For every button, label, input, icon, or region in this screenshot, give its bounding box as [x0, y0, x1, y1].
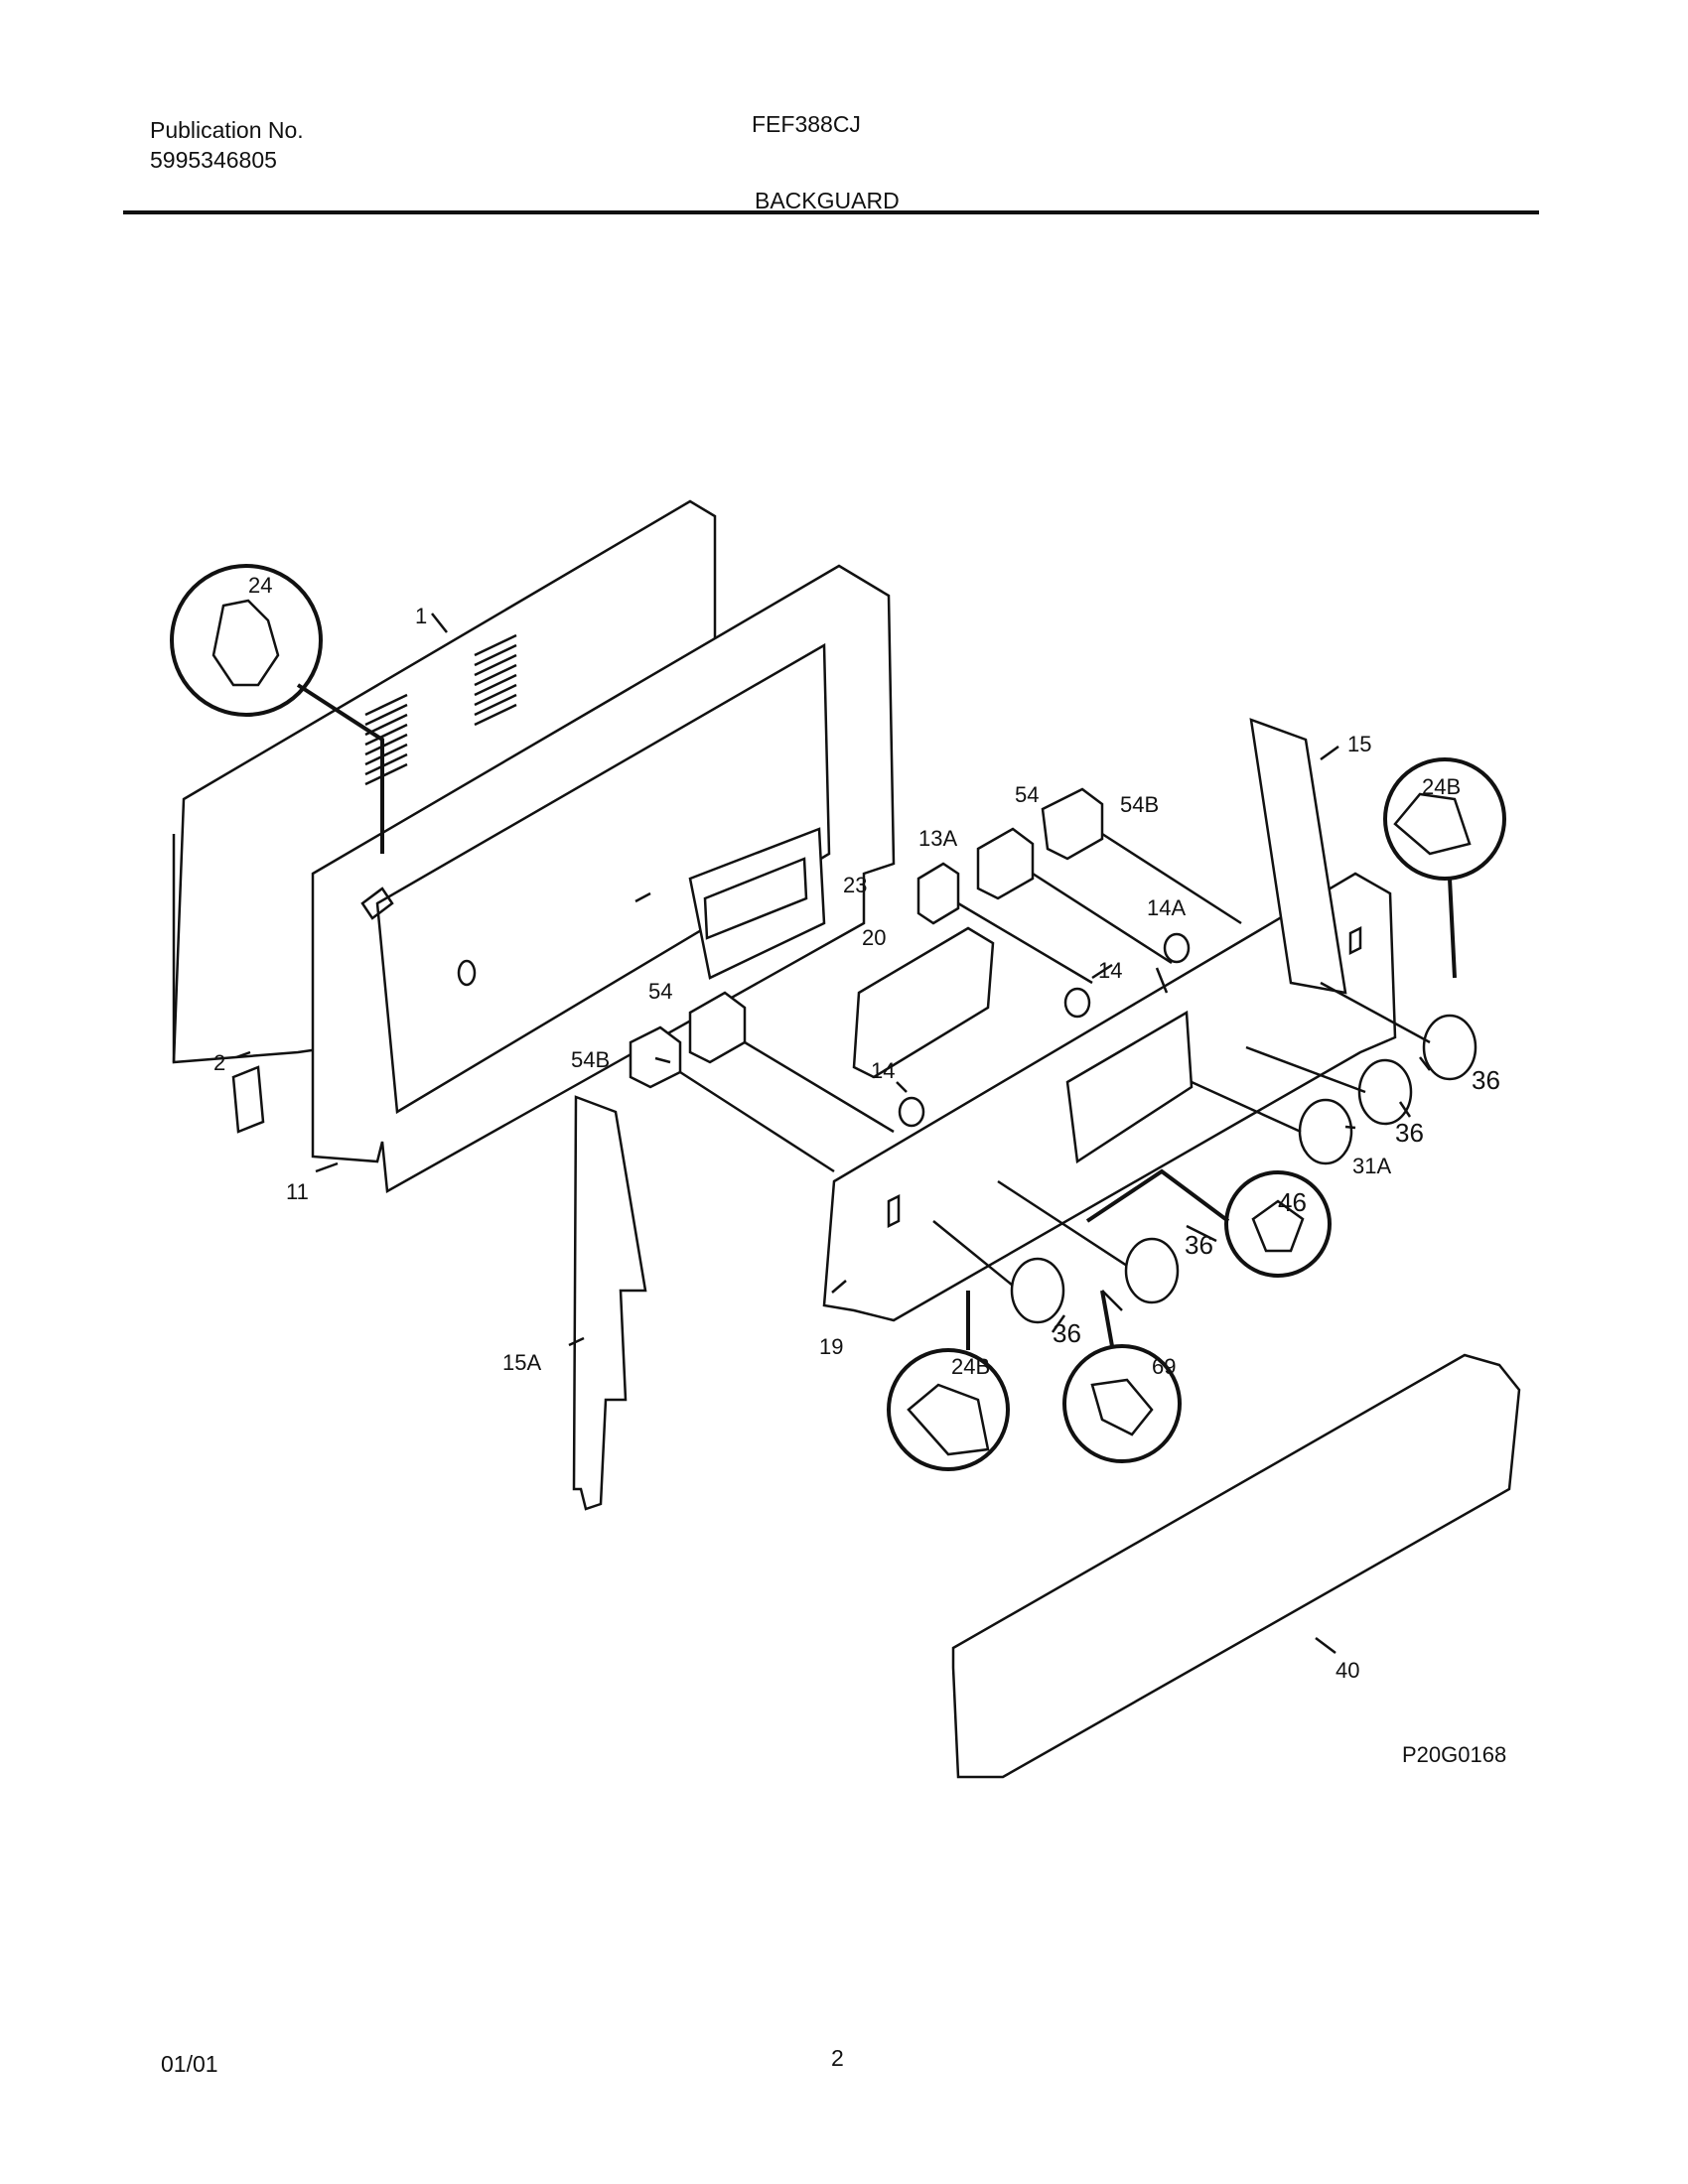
callout-2: 2 [213, 1050, 225, 1075]
detail-69 [1062, 1290, 1182, 1463]
callout-11: 11 [286, 1179, 309, 1204]
part-control-panel [822, 872, 1397, 1322]
callout-19: 19 [819, 1334, 843, 1359]
callout-15A: 15A [502, 1350, 541, 1375]
part-side-bracket-left [572, 1095, 647, 1511]
part-knobs [932, 981, 1477, 1324]
part-connector [231, 1065, 265, 1134]
callout-54B-lower: 54B [571, 1047, 610, 1072]
callout-14-upper: 14 [1098, 958, 1122, 983]
callout-36-c: 36 [1185, 1230, 1213, 1260]
callout-46: 46 [1278, 1187, 1307, 1217]
callout-40: 40 [1336, 1658, 1359, 1683]
callout-69: 69 [1152, 1354, 1176, 1379]
callout-54B-upper: 54B [1120, 792, 1159, 817]
callout-15: 15 [1347, 732, 1371, 756]
page-number: 2 [831, 2045, 844, 2071]
publication-label: Publication No. [150, 117, 304, 143]
detail-24 [170, 564, 384, 854]
model-number: FEF388CJ [752, 111, 861, 137]
callout-36-b: 36 [1395, 1118, 1424, 1148]
part-backguard-panel [311, 564, 896, 1194]
callout-36-d: 36 [1053, 1318, 1081, 1348]
callout-31A: 31A [1352, 1154, 1391, 1178]
section-title: BACKGUARD [755, 188, 900, 213]
diagram-code: P20G0168 [1402, 1742, 1506, 1767]
leader-lines [235, 613, 1431, 1654]
callout-24B-right: 24B [1422, 774, 1461, 799]
part-side-bracket-right [1249, 718, 1347, 995]
callout-24B-bottom: 24B [951, 1354, 990, 1379]
callout-24: 24 [248, 573, 272, 598]
callout-54-lower: 54 [648, 979, 672, 1004]
callout-20: 20 [862, 925, 886, 950]
callout-14A: 14A [1147, 895, 1186, 920]
part-switches [629, 787, 1242, 1173]
callout-23: 23 [843, 873, 867, 897]
detail-24B-right [1383, 757, 1506, 979]
part-trim [951, 1353, 1521, 1779]
callout-54-upper: 54 [1015, 782, 1039, 807]
detail-46 [1085, 1168, 1332, 1278]
part-bracket [688, 827, 826, 980]
header-rule [123, 210, 1539, 214]
callout-36-a: 36 [1472, 1065, 1500, 1095]
part-control-module [852, 926, 995, 1079]
footer-date: 01/01 [161, 2051, 218, 2077]
detail-24B-bottom [887, 1291, 1010, 1471]
callout-13A: 13A [918, 826, 957, 851]
callout-labels: 1 2 11 13A 14 14 14A 15 15A 19 20 23 24 … [213, 573, 1506, 1767]
callout-1: 1 [415, 604, 427, 628]
callout-14-lower: 14 [871, 1058, 895, 1083]
publication-number: 5995346805 [150, 147, 277, 173]
